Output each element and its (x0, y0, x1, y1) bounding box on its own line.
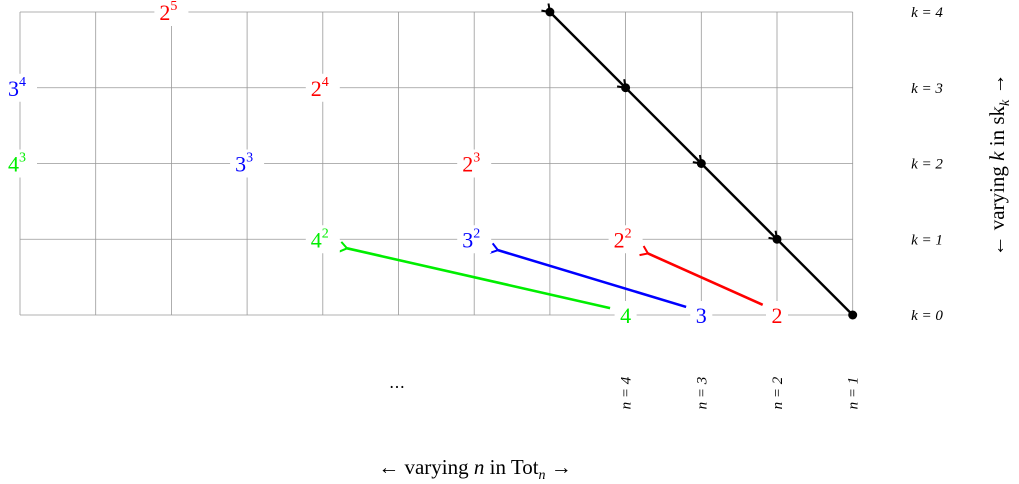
node-bg (154, 0, 189, 26)
node-p3_3: 34 (8, 75, 26, 101)
node-p3_2: 33 (235, 151, 253, 177)
node-bg (457, 149, 492, 178)
right-axis-left: ← varying (985, 161, 1009, 257)
node-base: 3 (462, 227, 473, 252)
node-base: 2 (772, 303, 783, 328)
node-p2_4: 25 (159, 0, 177, 25)
n-label: n = 3 (694, 377, 710, 410)
node-exponent: 2 (322, 226, 329, 241)
node-base: 2 (614, 227, 625, 252)
diagonal-segment (541, 3, 627, 89)
node-exponent: 3 (246, 151, 253, 166)
right-axis-mid: in sk (985, 105, 1009, 151)
diagonal-dot (772, 234, 782, 244)
diagonal-segment (692, 154, 778, 241)
node-p4_1: 42 (311, 226, 329, 252)
node-base: 3 (8, 76, 19, 101)
node-exponent: 4 (19, 75, 26, 90)
n-label: n = 4 (619, 376, 635, 409)
node-base: 3 (696, 303, 707, 328)
k-label: k = 2 (911, 157, 943, 173)
right-axis-var: k (985, 151, 1009, 161)
node-base: 4 (311, 227, 322, 252)
arrows (338, 3, 858, 320)
bottom-axis-left: ← varying (378, 455, 474, 479)
grid (19, 11, 854, 316)
right-axis-sub: k (998, 99, 1013, 106)
node-bg (457, 225, 492, 254)
node-base: 3 (235, 152, 246, 177)
node-p3_0: 3 (696, 303, 707, 328)
bottom-axis-right: → (546, 455, 572, 479)
node-base: 4 (620, 303, 631, 328)
diagonal-segment (768, 230, 854, 316)
node-bg (305, 225, 340, 254)
node-exponent: 2 (625, 226, 632, 241)
bottom-axis-sub: n (539, 468, 546, 483)
node-bg (230, 149, 265, 178)
arrow-p2_0-to-p2_1 (639, 245, 764, 307)
bottom-axis-var: n (474, 455, 485, 479)
node-bg (690, 301, 713, 329)
diagonal-segment (616, 79, 703, 165)
node-bg (3, 149, 37, 178)
node-p2_1: 22 (614, 226, 632, 252)
node-p2_3: 24 (311, 75, 329, 101)
diagonal-dot (848, 310, 858, 320)
node-p2_2: 23 (462, 151, 480, 177)
arrow-p4_0-to-p4_1 (338, 241, 611, 310)
node-p4_2: 43 (8, 151, 26, 177)
labels: k = 0 k = 1 k = 2 k = 3 k = 4 n = 4 n = 3 n = 2… (619, 5, 944, 409)
node-p3_1: 32 (462, 226, 480, 252)
k-label: k = 4 (911, 5, 943, 21)
k-label: k = 0 (911, 308, 943, 324)
diagonal-dot (621, 83, 631, 93)
diagonal-dot (545, 7, 555, 17)
node-exponent: 5 (170, 0, 177, 14)
node-p4_0: 4 (620, 303, 631, 328)
node-base: 2 (159, 0, 170, 25)
node-bg (608, 225, 643, 254)
diagonal-dot (696, 159, 706, 168)
ellipsis: … (389, 373, 405, 392)
node-base: 2 (462, 152, 473, 177)
n-label: n = 1 (846, 377, 862, 410)
bottom-axis-mid: in Tot (484, 455, 538, 479)
node-exponent: 3 (19, 151, 26, 166)
right-axis-label: ← varying k in skk → (985, 74, 1013, 257)
node-bg (766, 301, 788, 329)
node-bg (305, 73, 340, 102)
node-bg (614, 301, 637, 329)
node-exponent: 4 (322, 75, 329, 90)
k-label: k = 1 (911, 232, 943, 248)
n-label: n = 2 (770, 376, 786, 409)
node-p2_0: 2 (772, 303, 783, 328)
right-axis-right: → (985, 74, 1009, 100)
arrow-p3_0-to-p3_1 (489, 242, 687, 309)
k-label: k = 3 (911, 81, 943, 97)
node-bg (3, 73, 37, 102)
node-exponent: 3 (473, 151, 480, 166)
node-base: 2 (311, 76, 322, 101)
node-base: 4 (8, 152, 19, 177)
bottom-axis-label: ← varying n in Totn → (378, 455, 572, 483)
node-exponent: 2 (473, 226, 480, 241)
